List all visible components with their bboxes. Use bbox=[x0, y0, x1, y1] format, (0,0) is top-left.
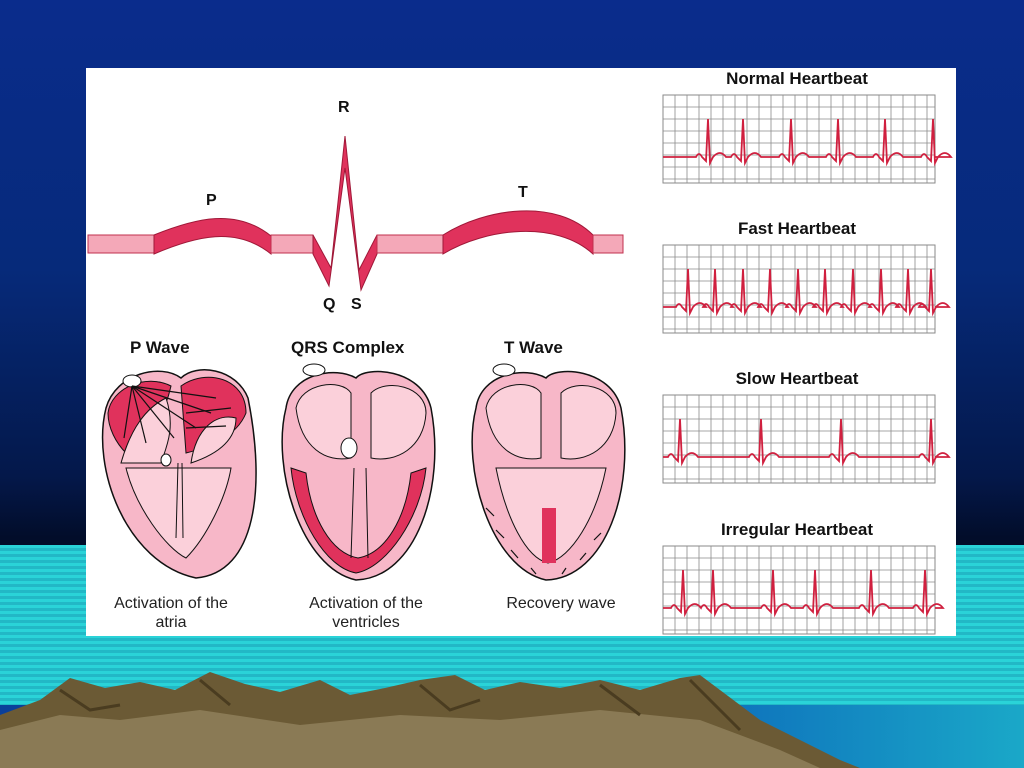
strip-trace-slow bbox=[663, 418, 951, 467]
stage-title-p-wave: P Wave bbox=[130, 338, 190, 357]
strip-trace-fast bbox=[663, 268, 951, 317]
caption-qrs-complex: Activation of the ventricles bbox=[283, 594, 449, 632]
s-point-label: S bbox=[351, 296, 362, 313]
heart-p-wave bbox=[101, 369, 257, 579]
caption-p-wave-line2: atria bbox=[155, 614, 187, 631]
strip-grid-normal bbox=[662, 94, 936, 184]
strip-title-fast: Fast Heartbeat bbox=[737, 219, 857, 238]
rhythm-strip-traces bbox=[663, 118, 953, 618]
ecg-waveform bbox=[87, 135, 624, 292]
mountain-landscape bbox=[0, 672, 860, 768]
strip-trace-normal bbox=[663, 118, 953, 167]
strip-title-irregular: Irregular Heartbeat bbox=[720, 520, 874, 539]
strip-grid-slow bbox=[662, 394, 936, 484]
stage-title-t-wave: T Wave bbox=[504, 338, 563, 357]
strip-title-normal: Normal Heartbeat bbox=[726, 69, 868, 88]
heart-qrs-complex bbox=[281, 363, 436, 581]
p-wave-label: P bbox=[206, 192, 217, 209]
rhythm-strip-grids bbox=[662, 94, 936, 635]
t-wave-label: T bbox=[518, 184, 528, 201]
q-point-label: Q bbox=[323, 296, 336, 313]
diagram-panel: P R Q S T P Wave QRS Complex T Wave Acti… bbox=[86, 68, 956, 636]
heart-t-wave bbox=[471, 363, 626, 581]
strip-trace-irregular bbox=[663, 569, 945, 618]
caption-qrs-line1: Activation of the bbox=[309, 595, 423, 612]
caption-p-wave-line1: Activation of the bbox=[114, 595, 228, 612]
strip-title-slow: Slow Heartbeat bbox=[735, 369, 859, 388]
caption-qrs-line2: ventricles bbox=[332, 614, 400, 631]
caption-p-wave: Activation of the atria bbox=[88, 594, 254, 632]
r-peak-label: R bbox=[338, 99, 350, 116]
diagram-graphics bbox=[87, 94, 953, 635]
strip-grid-fast bbox=[662, 244, 936, 334]
strip-grid-irregular bbox=[662, 545, 936, 635]
caption-t-wave: Recovery wave bbox=[478, 594, 644, 613]
caption-t-wave-line1: Recovery wave bbox=[506, 595, 616, 612]
stage-title-qrs-complex: QRS Complex bbox=[291, 338, 405, 357]
